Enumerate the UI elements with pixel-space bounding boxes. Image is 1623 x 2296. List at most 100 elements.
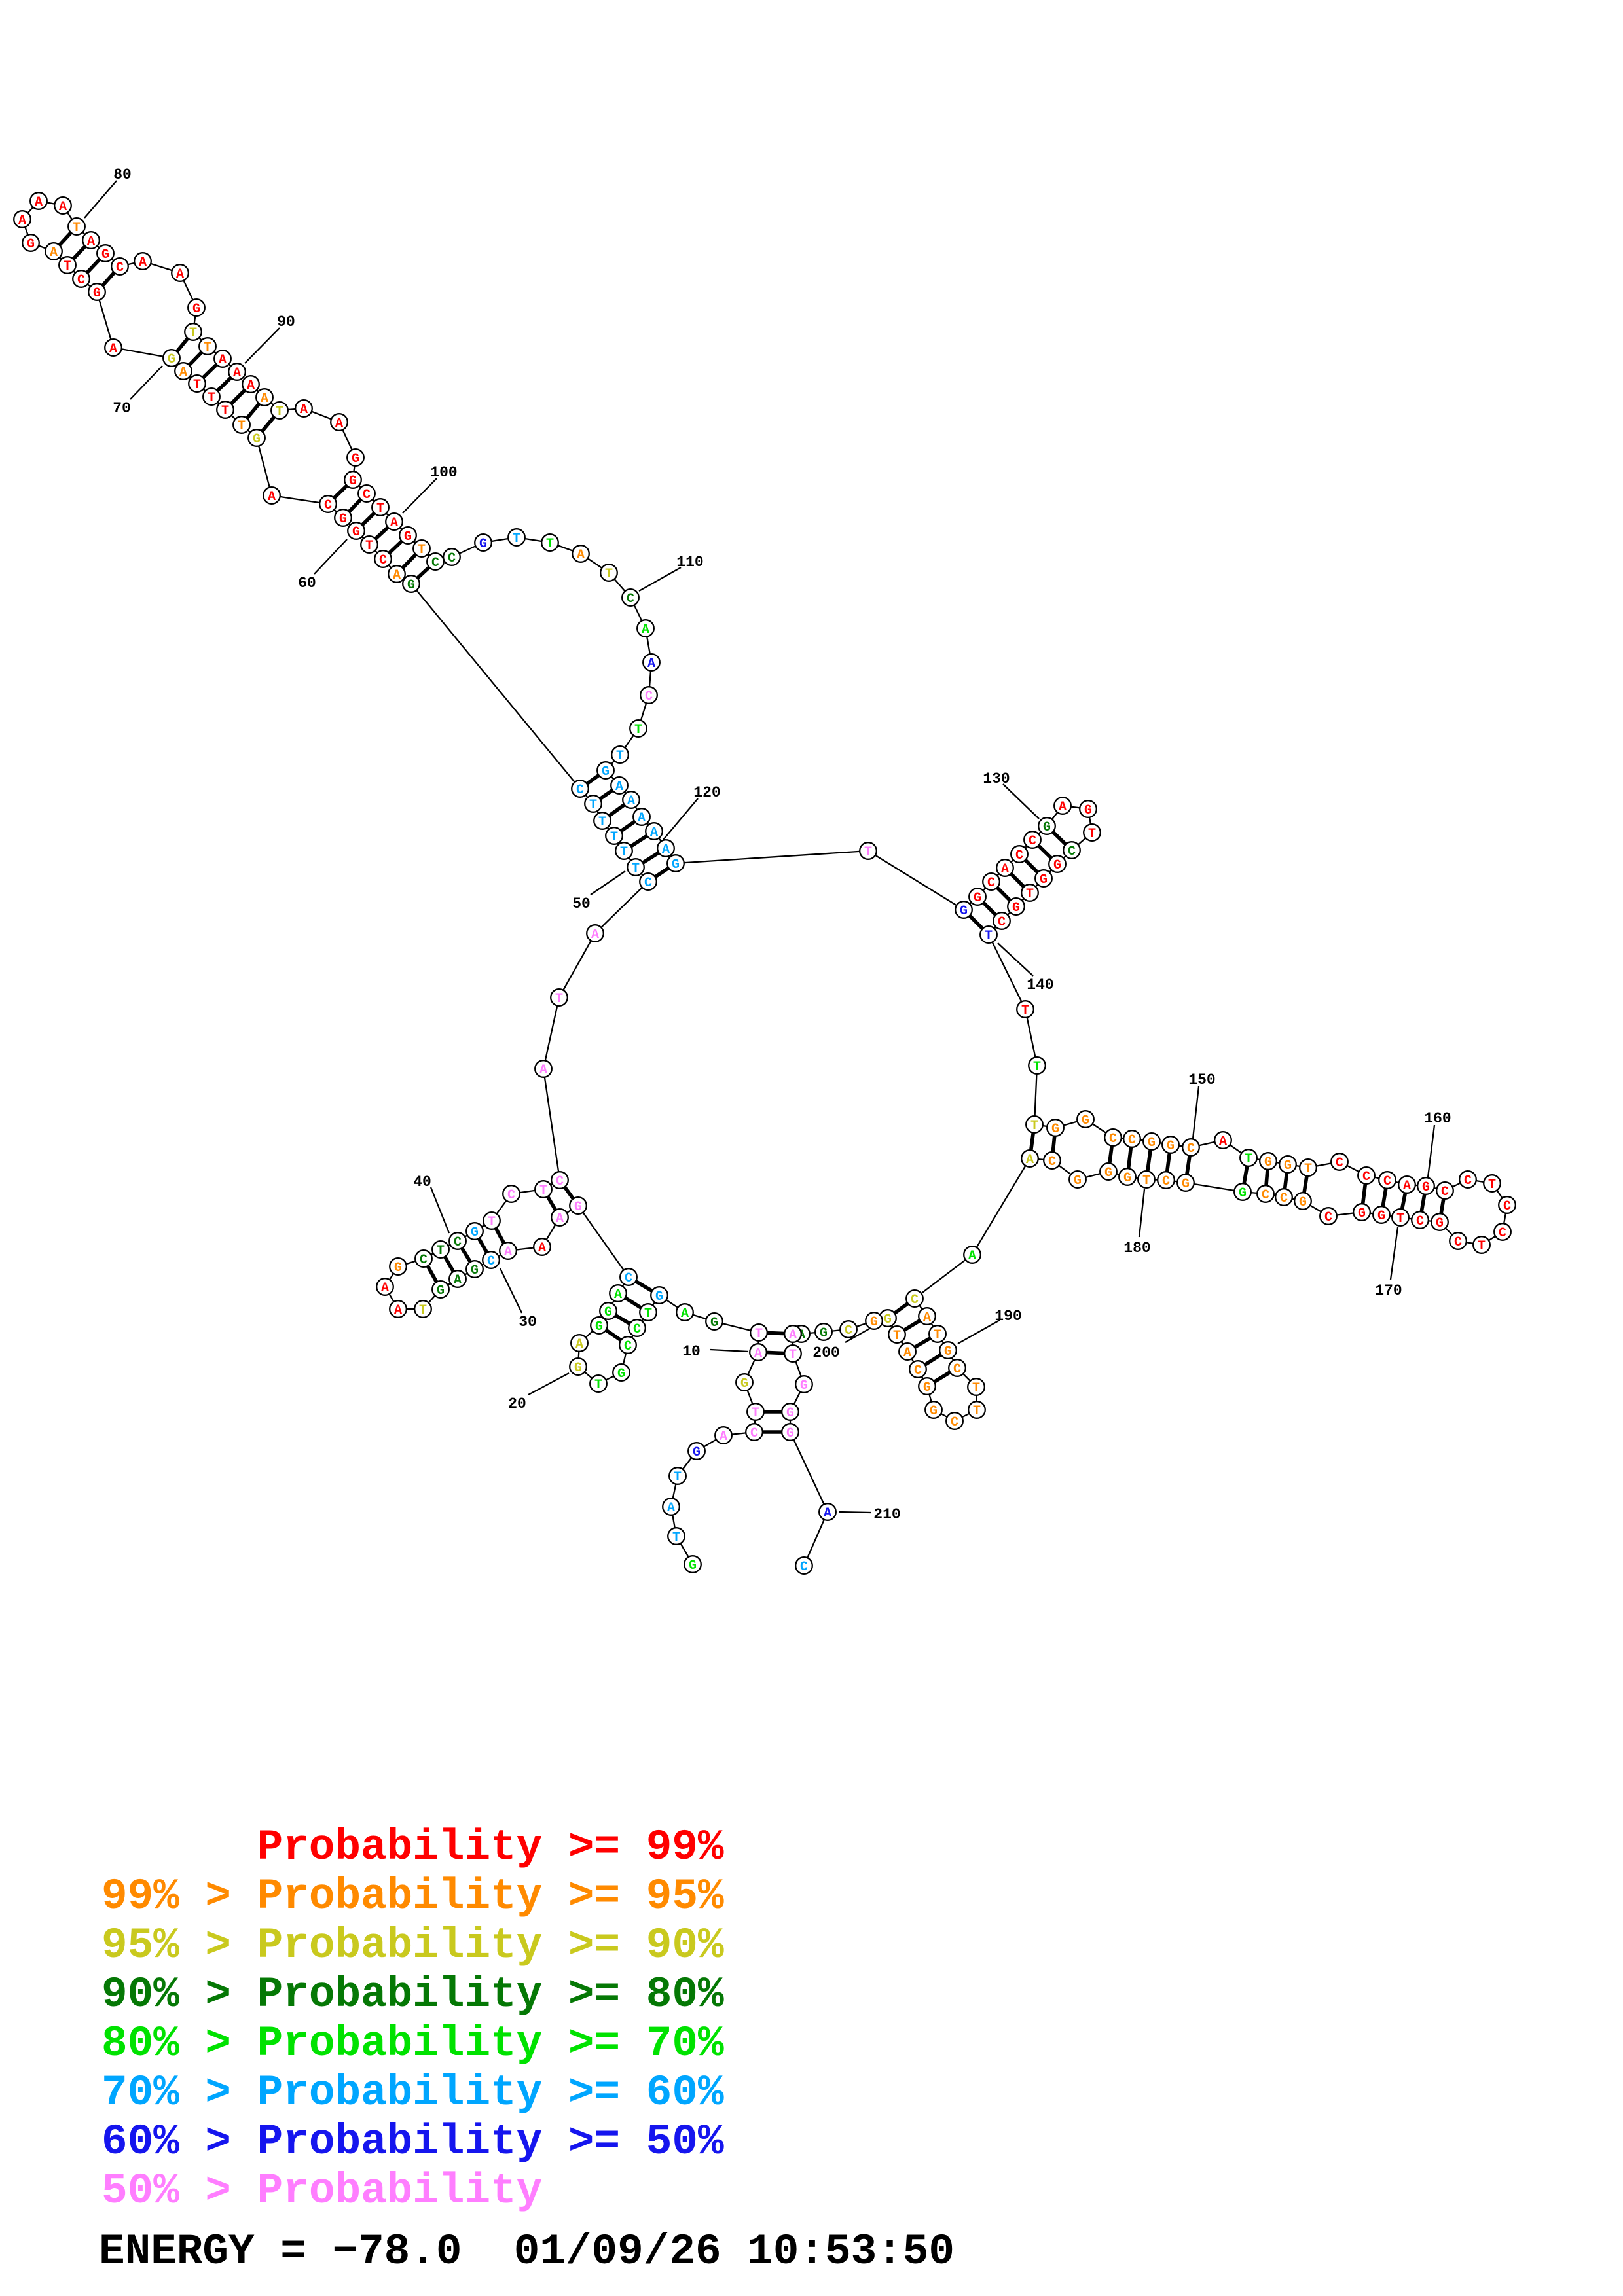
svg-text:A: A	[18, 213, 26, 228]
svg-text:C: C	[1336, 1156, 1343, 1171]
svg-text:T: T	[419, 1303, 427, 1318]
svg-text:C: C	[1464, 1174, 1472, 1189]
svg-text:C: C	[1029, 834, 1036, 849]
svg-text:G: G	[471, 1225, 479, 1240]
svg-text:T: T	[437, 1244, 445, 1259]
svg-text:C: C	[324, 498, 332, 513]
svg-text:G: G	[672, 857, 680, 872]
svg-text:G: G	[944, 1344, 952, 1359]
svg-text:T: T	[616, 749, 624, 764]
svg-text:G: G	[786, 1426, 794, 1441]
svg-text:G: G	[168, 352, 175, 367]
svg-text:170: 170	[1375, 1282, 1402, 1299]
svg-text:T: T	[238, 419, 246, 434]
svg-text:A: A	[454, 1273, 462, 1288]
svg-text:G: G	[1104, 1166, 1112, 1181]
svg-text:T: T	[1488, 1177, 1496, 1193]
svg-text:A: A	[903, 1346, 911, 1361]
svg-text:A: A	[247, 378, 255, 393]
svg-text:T: T	[1030, 1119, 1038, 1134]
svg-text:60% > Probability >= 50%: 60% > Probability >= 50%	[101, 2117, 724, 2166]
svg-text:T: T	[1245, 1152, 1252, 1167]
svg-text:C: C	[487, 1254, 495, 1269]
svg-text:G: G	[1040, 872, 1048, 888]
svg-text:T: T	[605, 567, 613, 582]
svg-text:130: 130	[983, 770, 1010, 787]
svg-text:C: C	[431, 556, 439, 571]
svg-text:T: T	[598, 815, 606, 830]
svg-text:T: T	[1304, 1162, 1312, 1177]
svg-text:T: T	[418, 543, 426, 558]
svg-text:A: A	[720, 1429, 727, 1444]
svg-text:G: G	[192, 302, 200, 317]
svg-text:C: C	[1162, 1174, 1170, 1189]
svg-text:G: G	[1043, 820, 1051, 835]
svg-text:C: C	[914, 1363, 922, 1378]
svg-text:G: G	[1082, 1113, 1089, 1128]
svg-text:Probability >= 99%: Probability >= 99%	[257, 1823, 724, 1872]
svg-text:40: 40	[413, 1174, 431, 1191]
svg-text:G: G	[349, 474, 357, 489]
svg-text:C: C	[556, 1174, 564, 1189]
svg-text:T: T	[634, 723, 642, 738]
svg-text:T: T	[221, 404, 229, 419]
svg-text:A: A	[667, 1501, 675, 1516]
svg-text:T: T	[555, 992, 563, 1007]
svg-text:C: C	[576, 783, 584, 798]
svg-text:G: G	[1053, 858, 1061, 873]
svg-text:C: C	[1015, 848, 1023, 863]
svg-text:T: T	[276, 404, 283, 420]
svg-text:C: C	[507, 1188, 515, 1203]
svg-text:C: C	[1383, 1174, 1391, 1189]
svg-text:C: C	[1280, 1191, 1288, 1206]
svg-text:200: 200	[812, 1344, 839, 1361]
svg-text:G: G	[1239, 1186, 1247, 1201]
svg-text:T: T	[620, 845, 628, 860]
svg-text:A: A	[614, 1287, 622, 1302]
svg-text:G: G	[479, 537, 487, 552]
svg-text:T: T	[1021, 1003, 1029, 1018]
svg-text:T: T	[893, 1329, 901, 1344]
svg-text:A: A	[1403, 1179, 1411, 1194]
svg-text:T: T	[208, 391, 215, 406]
svg-text:C: C	[625, 1271, 632, 1286]
svg-text:G: G	[1167, 1139, 1175, 1154]
svg-text:G: G	[1299, 1195, 1307, 1210]
svg-text:G: G	[820, 1326, 828, 1341]
svg-text:G: G	[437, 1283, 445, 1299]
svg-text:T: T	[1088, 827, 1096, 842]
svg-text:G: G	[1182, 1177, 1190, 1192]
svg-text:T: T	[1478, 1239, 1486, 1254]
svg-text:A: A	[300, 403, 308, 418]
svg-text:A: A	[650, 825, 658, 840]
svg-text:G: G	[1264, 1155, 1272, 1170]
svg-text:80% > Probability >= 70%: 80% > Probability >= 70%	[101, 2019, 724, 2068]
svg-text:C: C	[1499, 1226, 1506, 1241]
svg-text:C: C	[1262, 1188, 1269, 1203]
svg-text:T: T	[539, 1183, 547, 1198]
svg-text:G: G	[800, 1378, 808, 1393]
svg-text:A: A	[681, 1306, 689, 1321]
svg-text:C: C	[750, 1426, 758, 1441]
svg-text:T: T	[513, 531, 520, 547]
svg-text:T: T	[1142, 1174, 1150, 1189]
svg-text:G: G	[574, 1200, 582, 1215]
svg-text:C: C	[633, 1322, 641, 1337]
svg-text:A: A	[647, 656, 655, 672]
svg-text:G: G	[602, 764, 610, 780]
svg-text:C: C	[448, 551, 456, 566]
svg-text:C: C	[454, 1235, 462, 1250]
svg-text:C: C	[1128, 1133, 1136, 1148]
svg-text:T: T	[589, 798, 597, 813]
svg-text:G: G	[884, 1312, 892, 1327]
svg-text:100: 100	[430, 464, 457, 481]
svg-text:G: G	[740, 1376, 748, 1391]
svg-text:C: C	[1068, 844, 1076, 859]
svg-text:C: C	[116, 260, 124, 276]
svg-text:A: A	[219, 353, 227, 368]
svg-text:150: 150	[1188, 1071, 1215, 1088]
svg-text:A: A	[642, 622, 649, 637]
svg-text:T: T	[376, 501, 384, 516]
svg-text:G: G	[870, 1315, 878, 1330]
svg-text:210: 210	[873, 1506, 900, 1523]
